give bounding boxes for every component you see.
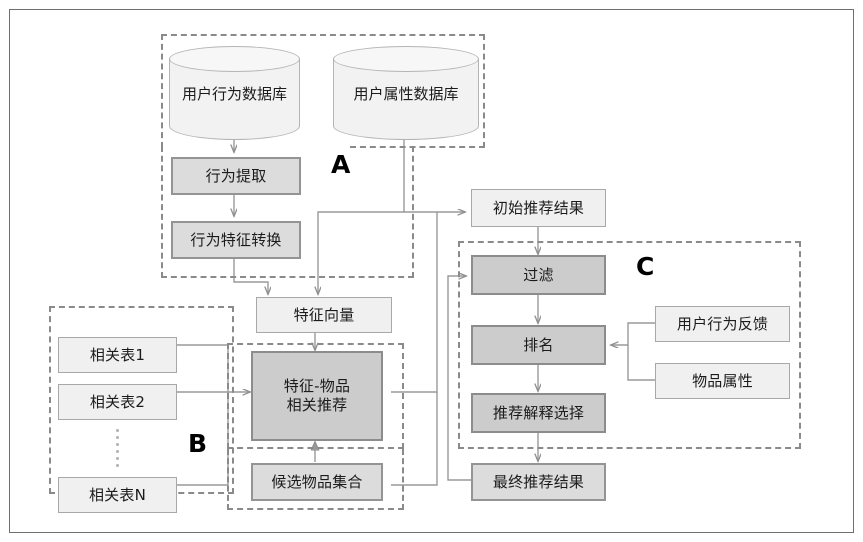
node-related-table-1[interactable]: 相关表1: [58, 337, 177, 373]
node-initial-recommend-result[interactable]: 初始推荐结果: [471, 189, 606, 227]
node-candidate-item-set[interactable]: 候选物品集合: [251, 463, 383, 501]
group-c-label: C: [636, 252, 655, 281]
node-final-recommend-result[interactable]: 最终推荐结果: [471, 463, 606, 501]
node-user-behavior-feedback[interactable]: 用户行为反馈: [655, 306, 790, 342]
user-attribute-database[interactable]: 用户属性数据库: [333, 46, 479, 140]
diagram-frame: A B C 用户行为数据库 用户属性数据库 行为提取 行为特征转换 特征向量 特…: [9, 9, 854, 533]
group-a-label: A: [331, 150, 351, 179]
group-b-label: B: [188, 429, 208, 458]
node-behavior-feature-transform[interactable]: 行为特征转换: [171, 221, 301, 259]
related-tables-ellipsis: [116, 429, 119, 467]
user-behavior-database[interactable]: 用户行为数据库: [169, 46, 300, 140]
node-feature-item-recommend[interactable]: 特征-物品 相关推荐: [251, 351, 383, 441]
node-ranking[interactable]: 排名: [471, 325, 606, 365]
cylinder-top-ellipse: [169, 46, 300, 72]
node-feature-vector[interactable]: 特征向量: [256, 297, 392, 333]
node-related-table-n[interactable]: 相关表N: [58, 477, 177, 513]
cylinder-top-ellipse: [333, 46, 479, 72]
user-attribute-database-label: 用户属性数据库: [353, 84, 459, 103]
node-related-table-2[interactable]: 相关表2: [58, 384, 177, 420]
node-filter[interactable]: 过滤: [471, 255, 606, 295]
node-item-attribute[interactable]: 物品属性: [655, 363, 790, 399]
group-a-boundary-top-right-edge: [350, 146, 485, 148]
node-behavior-extraction[interactable]: 行为提取: [171, 157, 301, 195]
user-behavior-database-label: 用户行为数据库: [181, 84, 287, 103]
node-explanation-selection[interactable]: 推荐解释选择: [471, 393, 606, 433]
